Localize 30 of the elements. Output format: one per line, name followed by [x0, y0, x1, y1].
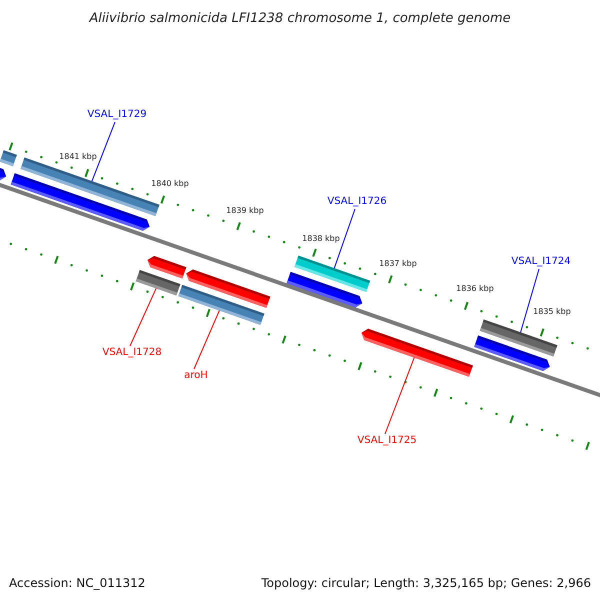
gene-feature — [0, 150, 17, 166]
scale-label: 1836 kbp — [456, 284, 494, 294]
gene-label: VSAL_I1728 — [102, 347, 162, 359]
gene-label: VSAL_I1725 — [357, 435, 417, 447]
diagram-title: Aliivibrio salmonicida LFI1238 chromosome 1, complete genome — [88, 10, 512, 28]
gene-feature — [286, 272, 362, 308]
leader-line — [91, 122, 116, 182]
leader-line — [130, 288, 157, 346]
gene-label: VSAL_I1729 — [87, 109, 147, 121]
leader-line — [194, 310, 220, 370]
scale-label: 1840 kbp — [151, 179, 189, 189]
footer-note: Topology: circular; Length: 3,325,165 bp; Genes: 2,966 — [261, 575, 591, 592]
scale-label: 1838 kbp — [302, 234, 340, 244]
gene-feature — [361, 328, 473, 377]
footer-note: Accession: NC_011312 — [9, 575, 146, 592]
leader-line — [520, 268, 540, 333]
gene-feature — [10, 173, 150, 231]
gene-feature — [136, 270, 180, 296]
scale-label: 1837 kbp — [379, 259, 417, 269]
gene-label: VSAL_I1724 — [511, 256, 571, 268]
gene-feature — [474, 335, 550, 371]
gene-label: aroH — [184, 370, 208, 382]
scale-label: 1841 kbp — [59, 152, 97, 162]
gene-feature — [0, 167, 6, 181]
gene-feature — [178, 284, 264, 325]
scale-label: 1835 kbp — [533, 307, 571, 317]
gene-feature — [148, 256, 186, 279]
gene-label: VSAL_I1726 — [327, 196, 387, 208]
leader-line — [384, 357, 415, 434]
scale-label: 1839 kbp — [226, 206, 264, 216]
